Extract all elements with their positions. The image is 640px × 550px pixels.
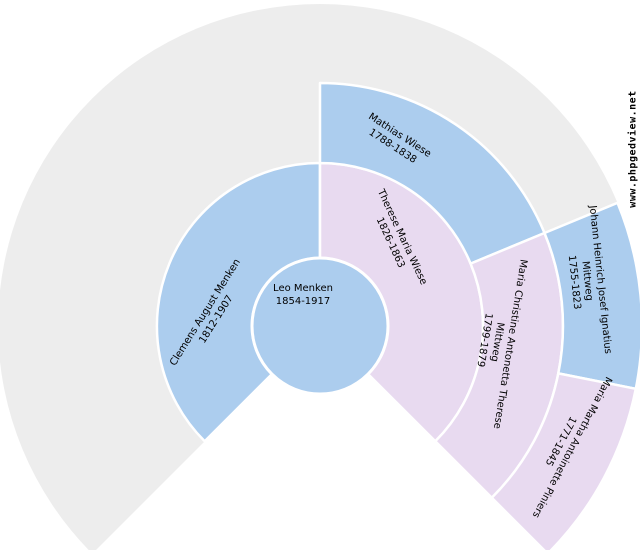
person-dates: 1854-1917	[275, 296, 331, 307]
fan-sector-great-grandmother[interactable]	[490, 372, 638, 550]
person-name: Leo Menken	[273, 283, 333, 294]
person-label-root[interactable]: Leo Menken 1854-1917	[273, 282, 333, 308]
phpgedview-watermark: www.phpgedview.net	[627, 90, 639, 208]
fan-sector-maternal-grandfather[interactable]	[318, 81, 546, 265]
fan-center-root-person[interactable]	[250, 256, 390, 396]
